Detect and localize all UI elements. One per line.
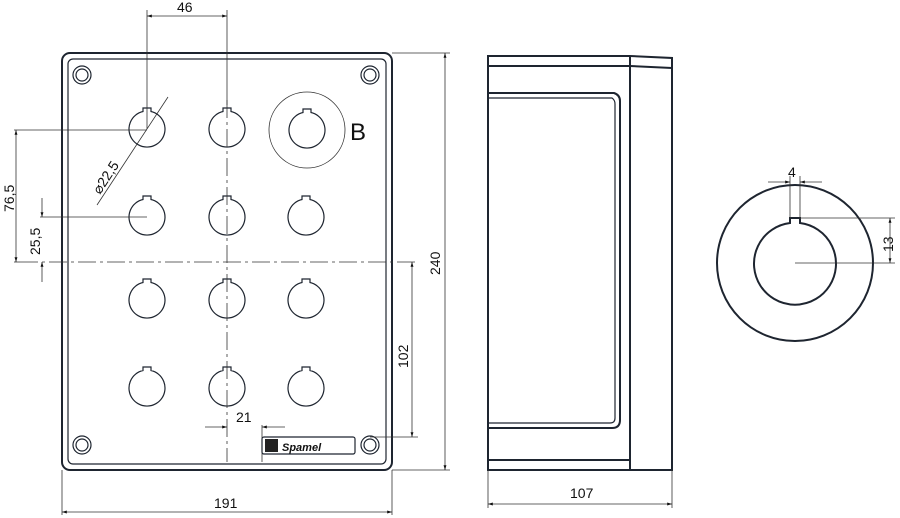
svg-text:Spamel: Spamel <box>282 442 322 454</box>
svg-text:13: 13 <box>880 236 896 252</box>
hole-b <box>268 91 346 169</box>
svg-text:4: 4 <box>788 164 796 180</box>
svg-text:46: 46 <box>177 0 193 15</box>
front-view: B 46 76,5 25,5 ⌀22,5 240 102 21 <box>1 0 450 515</box>
svg-text:⌀22,5: ⌀22,5 <box>89 158 122 197</box>
label-b: B <box>350 119 366 146</box>
svg-text:76,5: 76,5 <box>1 185 17 212</box>
svg-text:191: 191 <box>214 495 238 511</box>
corner-screws <box>72 65 380 455</box>
detail-b: 13 4 <box>716 164 896 342</box>
spamel-logo: Spamel <box>261 436 356 455</box>
svg-text:102: 102 <box>395 344 411 368</box>
svg-text:25,5: 25,5 <box>27 228 43 255</box>
side-view: 107 <box>487 55 673 508</box>
svg-text:21: 21 <box>236 409 252 425</box>
button-holes <box>128 107 325 407</box>
svg-text:107: 107 <box>570 485 594 501</box>
svg-text:240: 240 <box>427 251 443 275</box>
